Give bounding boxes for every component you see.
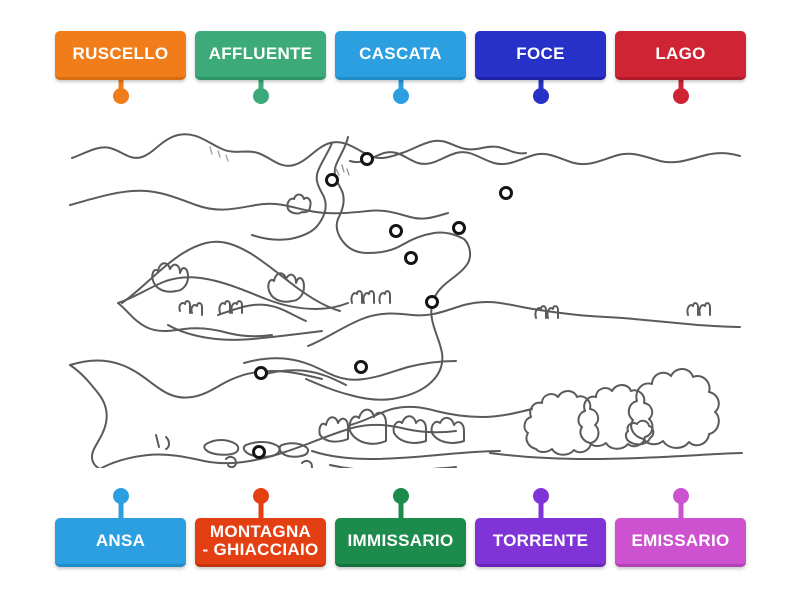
label-chip-text: ANSA (95, 531, 146, 551)
diagram-marker[interactable] (325, 173, 339, 187)
pin-head (533, 88, 549, 104)
pin-head (113, 488, 129, 504)
landscape-line-drawing (69, 133, 743, 468)
pin-head (113, 88, 129, 104)
pin-head (673, 488, 689, 504)
diagram-marker[interactable] (254, 366, 268, 380)
pin-head (673, 88, 689, 104)
label-chip-text: TORRENTE (492, 531, 589, 551)
label-chip-immissario[interactable]: IMMISSARIO (335, 518, 466, 567)
pin-head (393, 488, 409, 504)
label-chip-foce[interactable]: FOCE (475, 31, 606, 80)
diagram-marker[interactable] (389, 224, 403, 238)
pin-head (253, 488, 269, 504)
pin-ruscello (113, 76, 129, 108)
pin-montagna (253, 488, 269, 520)
pin-head (533, 488, 549, 504)
diagram-marker[interactable] (452, 221, 466, 235)
label-chip-text: CASCATA (359, 44, 442, 64)
label-chip-text: RUSCELLO (72, 44, 169, 64)
pin-head (393, 88, 409, 104)
label-chip-affluente[interactable]: AFFLUENTE (195, 31, 326, 80)
label-chip-montagna-ghiacciaio[interactable]: MONTAGNA - GHIACCIAIO (195, 518, 326, 567)
diagram-marker[interactable] (252, 445, 266, 459)
label-chip-torrente[interactable]: TORRENTE (475, 518, 606, 567)
diagram-marker[interactable] (354, 360, 368, 374)
label-chip-text: IMMISSARIO (347, 531, 454, 551)
pin-cascata (393, 76, 409, 108)
label-chip-text: FOCE (516, 44, 565, 64)
pin-foce (533, 76, 549, 108)
label-chip-text: EMISSARIO (631, 531, 730, 551)
pin-stem (258, 500, 264, 520)
label-chip-text: LAGO (655, 44, 706, 64)
pin-stem (538, 500, 544, 520)
pin-head (253, 88, 269, 104)
diagram-marker[interactable] (425, 295, 439, 309)
label-chip-emissario[interactable]: EMISSARIO (615, 518, 746, 567)
pin-immissario (393, 488, 409, 520)
label-chip-ansa[interactable]: ANSA (55, 518, 186, 567)
pin-ansa (113, 488, 129, 520)
pin-emissario (673, 488, 689, 520)
label-chip-cascata[interactable]: CASCATA (335, 31, 466, 80)
diagram-marker[interactable] (499, 186, 513, 200)
pin-stem (678, 500, 684, 520)
label-chip-text: MONTAGNA - GHIACCIAIO (202, 522, 319, 559)
label-chip-lago[interactable]: LAGO (615, 31, 746, 80)
diagram-marker[interactable] (360, 152, 374, 166)
pin-torrente (533, 488, 549, 520)
label-chip-text: AFFLUENTE (208, 44, 313, 64)
landscape-diagram-image (50, 113, 750, 468)
pin-affluente (253, 76, 269, 108)
label-chip-ruscello[interactable]: RUSCELLO (55, 31, 186, 80)
pin-stem (398, 500, 404, 520)
pin-stem (118, 500, 124, 520)
diagram-marker[interactable] (404, 251, 418, 265)
pin-lago (673, 76, 689, 108)
